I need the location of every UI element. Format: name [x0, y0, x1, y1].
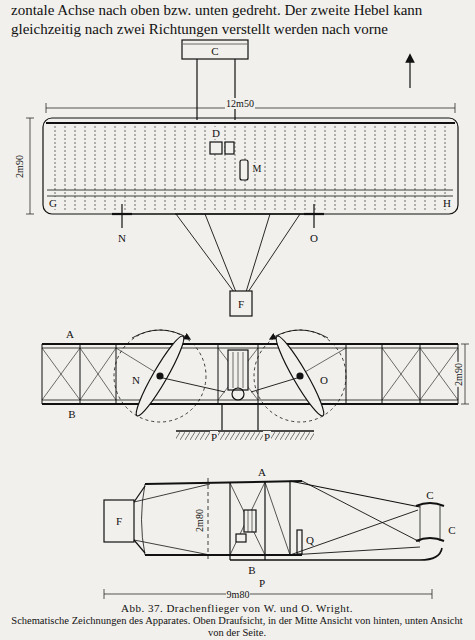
part-letter: M: [252, 163, 263, 174]
part-letter: Q: [305, 534, 315, 546]
part-letter: A: [257, 466, 267, 478]
dimension: 2m90: [453, 362, 464, 387]
caption-text: Schematische Zeichnungen des Apparates. …: [9, 615, 466, 639]
part-letter: P: [263, 431, 271, 443]
part-letter: B: [247, 564, 256, 576]
figure-caption: Abb. 37. Drachenflieger von W. und O. Wr…: [120, 602, 354, 614]
part-letter: B: [67, 408, 76, 420]
part-letter: N: [131, 374, 141, 386]
dimension: 2m90: [14, 154, 25, 179]
dimension: 2m80: [194, 508, 205, 533]
part-letter: F: [237, 298, 245, 310]
dimension: 12m50: [225, 98, 255, 109]
part-letter: P: [210, 431, 218, 443]
part-letter: N: [117, 232, 127, 244]
part-letter: F: [115, 515, 123, 527]
part-letter: A: [65, 328, 75, 340]
body-text: zontale Achse nach oben bzw. unten gedre…: [10, 2, 423, 19]
part-letter: D: [211, 127, 221, 139]
dimension: 9m80: [226, 589, 251, 600]
part-letter: P: [258, 577, 266, 589]
part-letter: C: [210, 45, 219, 57]
part-letter: O: [319, 374, 329, 386]
part-letter: G: [48, 197, 58, 209]
part-letter: C: [425, 489, 434, 501]
part-letter: C: [447, 524, 456, 536]
part-letter: H: [442, 197, 452, 209]
part-letter: O: [309, 232, 319, 244]
body-text: gleichzeitig nach zwei Richtungen verste…: [10, 21, 389, 38]
